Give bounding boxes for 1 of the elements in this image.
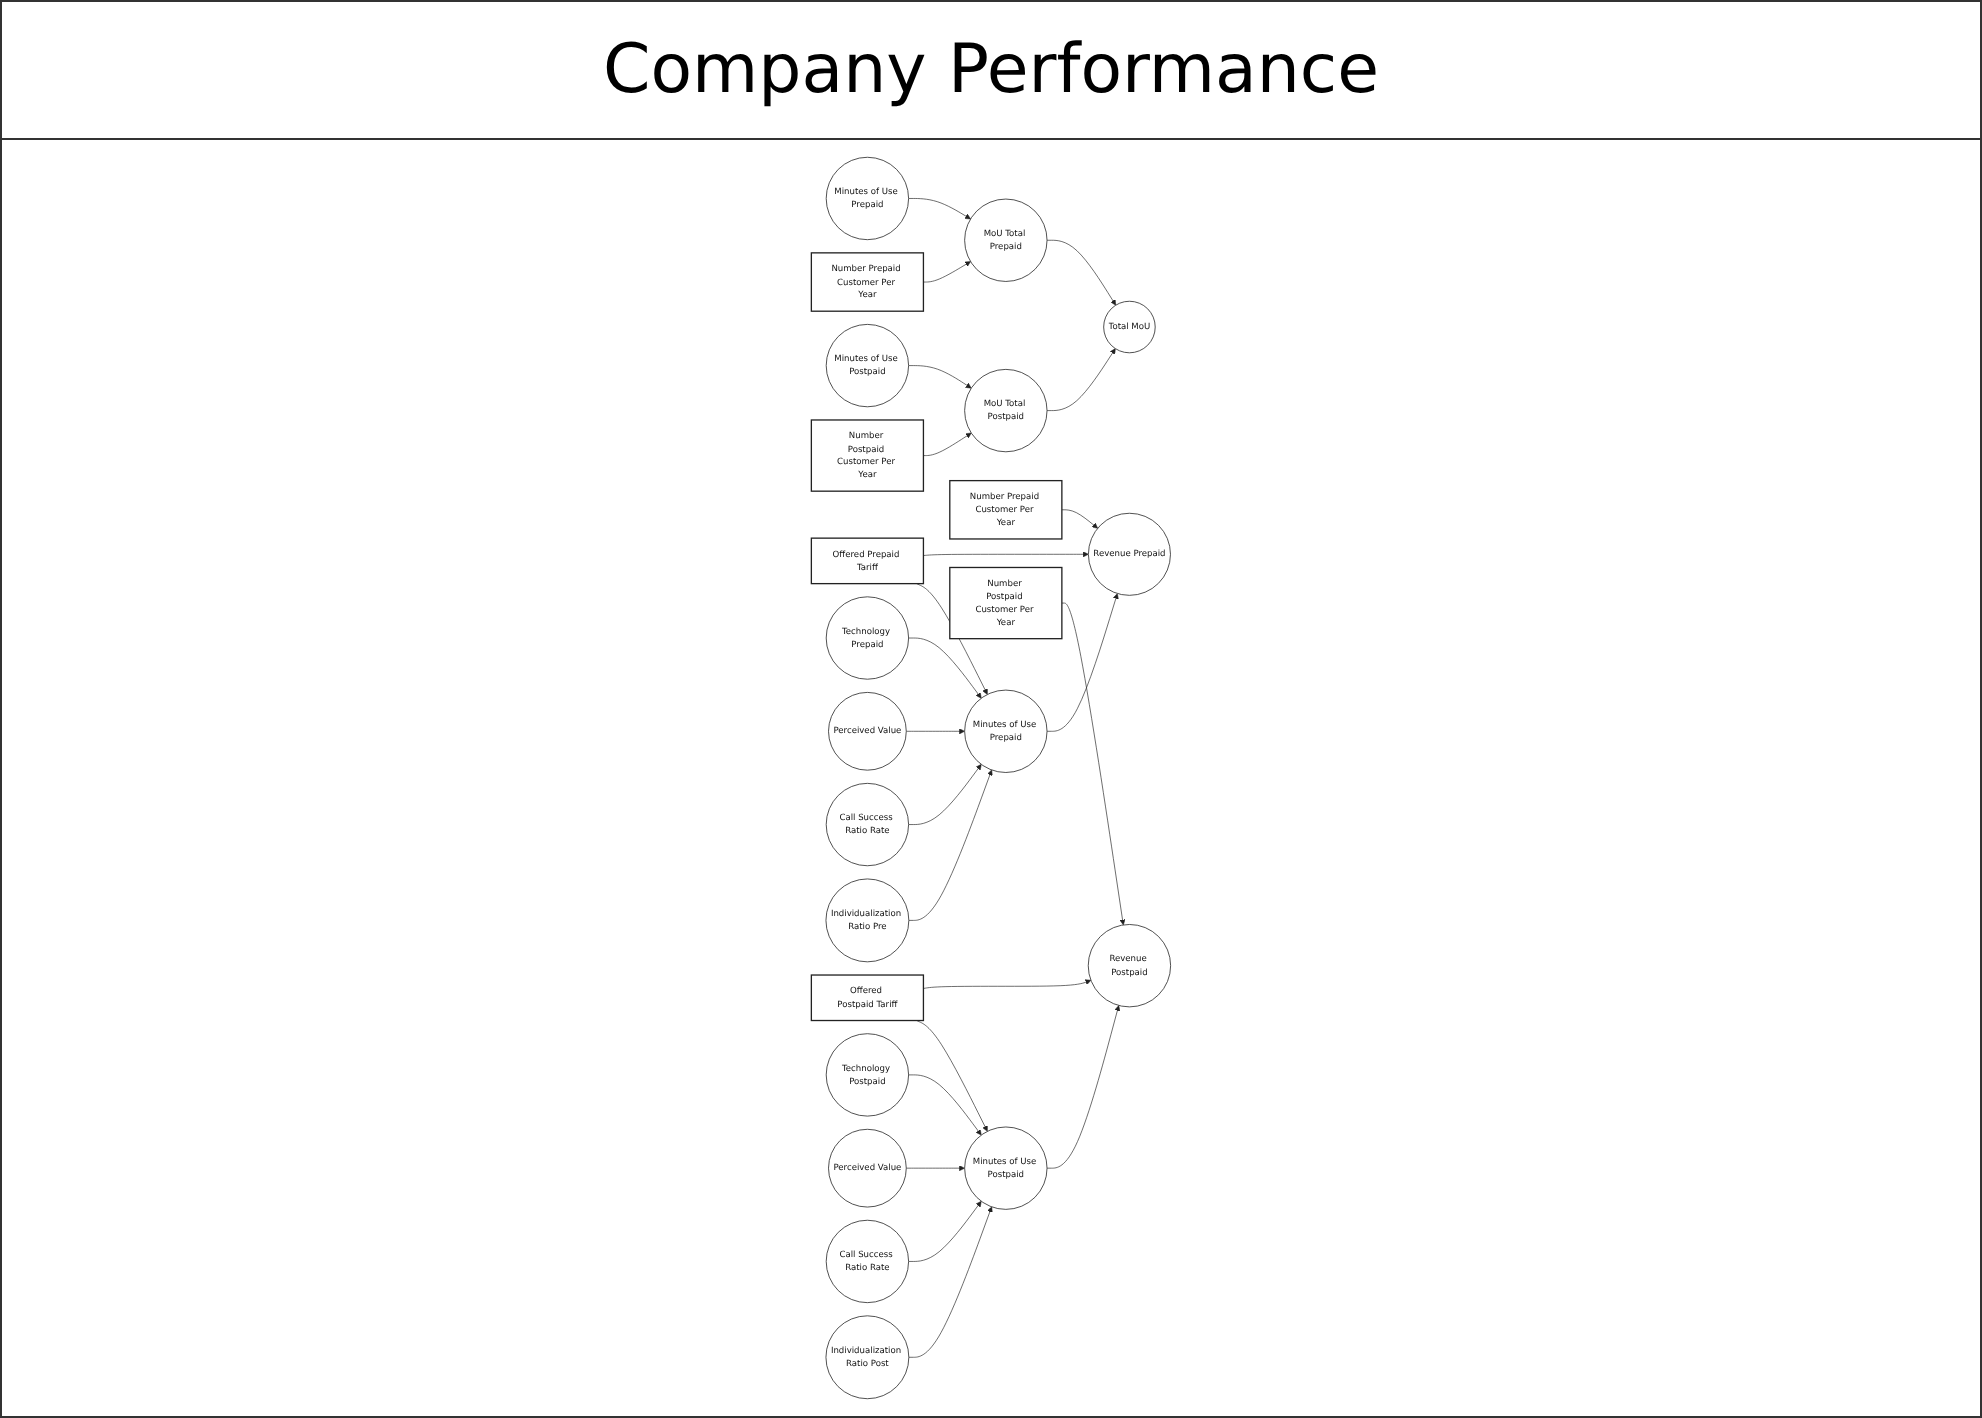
diagram-title: Company Performance <box>602 30 1379 110</box>
